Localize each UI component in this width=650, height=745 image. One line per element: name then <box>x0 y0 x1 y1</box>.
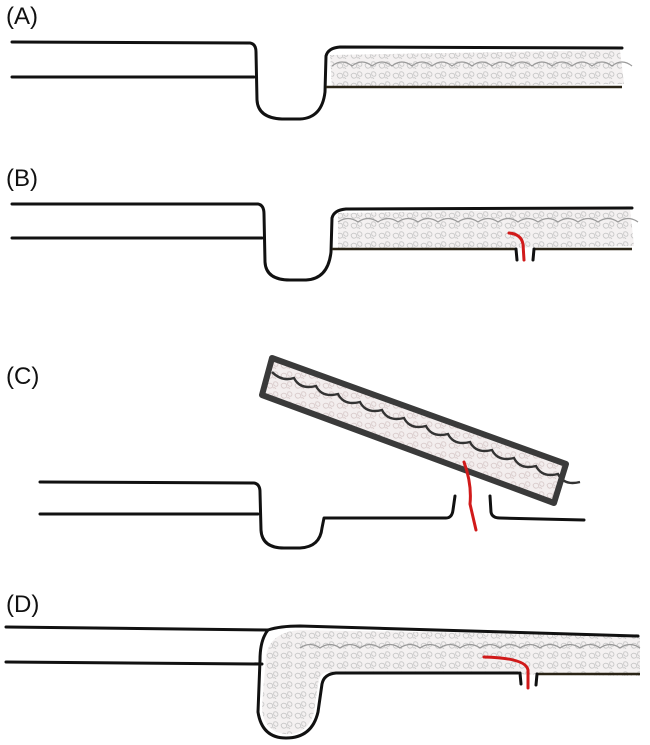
panel-c-flap-tissue <box>262 358 566 502</box>
panel-d: (D) <box>4 591 641 740</box>
panel-b: (B) <box>6 165 639 282</box>
panel-c-base-right <box>488 494 586 522</box>
panel-d-scallop-edge <box>299 643 641 649</box>
panel-b-slit <box>514 247 536 262</box>
panel-d-slit <box>518 671 539 687</box>
panel-d-flap-outline <box>256 628 520 740</box>
panel-c: (C) <box>6 355 586 550</box>
panel-d-lower-line-left <box>4 660 264 666</box>
panel-c-upper-contour <box>38 480 457 550</box>
panel-b-tissue <box>338 208 634 250</box>
panel-c-flap-outline <box>259 355 569 506</box>
panel-d-incision <box>482 655 530 690</box>
panel-a-tissue <box>330 50 624 88</box>
panel-c-incision <box>462 460 478 532</box>
panel-a-label: (A) <box>6 3 38 30</box>
panel-c-label: (C) <box>6 363 39 390</box>
panel-b-label: (B) <box>6 165 38 192</box>
panel-a-upper-contour <box>10 40 624 121</box>
panel-b-scallop-edge <box>337 217 639 223</box>
panel-d-tissue <box>262 630 640 735</box>
panel-a-scallop-edge <box>331 61 633 67</box>
panel-a: (A) <box>6 3 633 121</box>
panel-b-incision <box>507 231 526 262</box>
panel-b-upper-contour <box>10 202 634 282</box>
panel-d-label: (D) <box>6 591 39 618</box>
panel-c-scallop-edge <box>271 371 581 485</box>
